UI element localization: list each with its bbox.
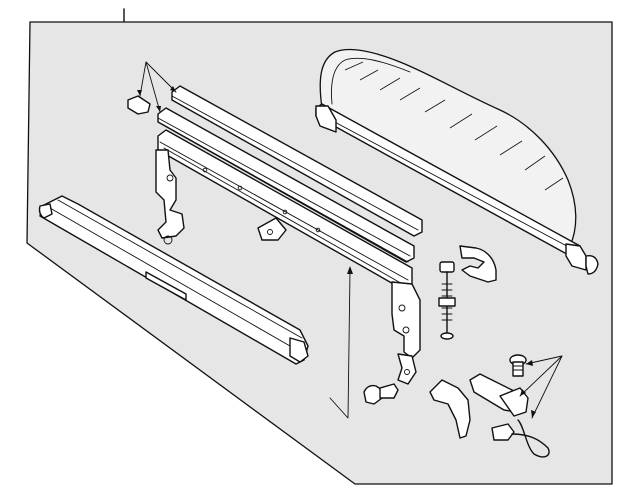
bracket-screw — [363, 383, 399, 405]
top-seal-strip — [171, 85, 423, 237]
rail-callout — [329, 266, 353, 419]
seal-clip — [127, 95, 151, 115]
small-parts-callouts — [519, 355, 563, 419]
adjuster-bolt — [438, 261, 456, 340]
front-trim-cover — [38, 195, 309, 365]
connector-plug — [491, 419, 550, 458]
grommet — [509, 354, 527, 377]
main-frame-rail — [155, 129, 421, 385]
seal-callout-arrows — [137, 61, 177, 113]
wind-deflector-panel — [315, 49, 599, 275]
inner-seal-strip — [157, 107, 415, 263]
rubber-stopper — [459, 245, 497, 283]
lever-bracket — [429, 379, 471, 439]
